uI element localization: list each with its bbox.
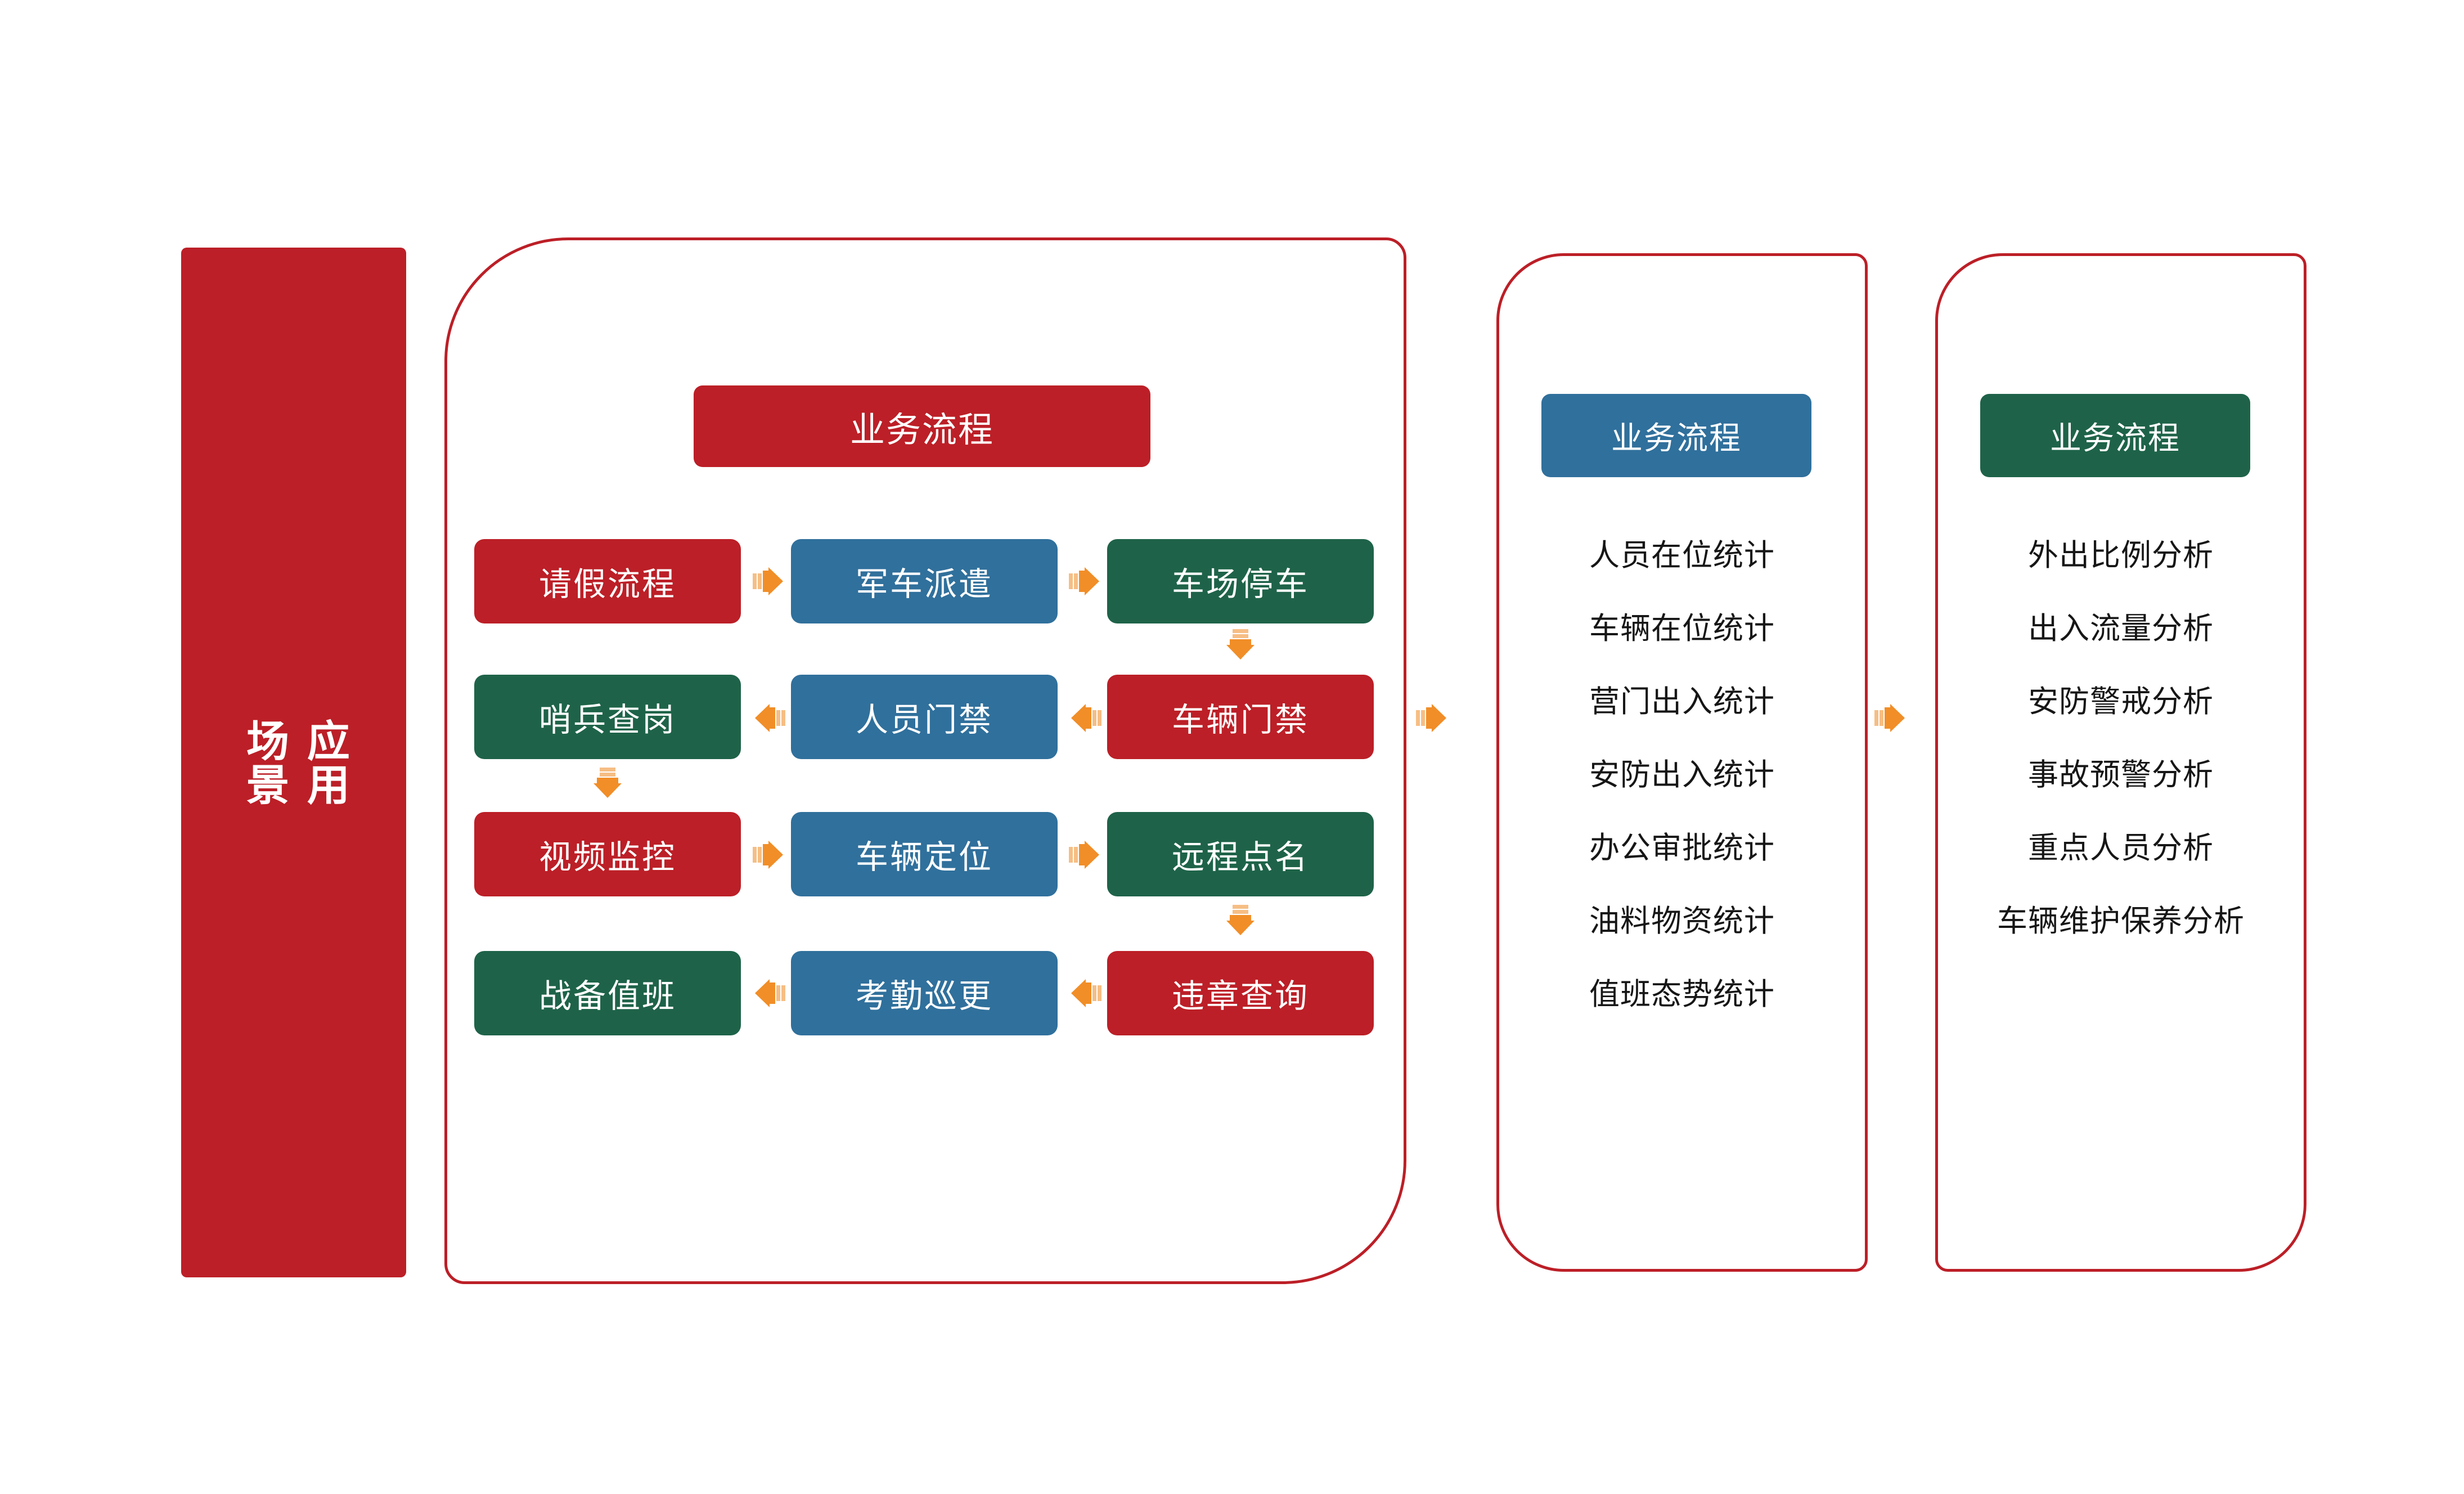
flow-node-combat-duty[interactable]: 战备值班 — [474, 951, 741, 1035]
arrow-down-icon — [1223, 628, 1258, 663]
arrow-right-icon — [752, 837, 786, 872]
statistics-panel-header: 业务流程 — [1541, 394, 1811, 477]
arrow-right-icon — [1068, 564, 1103, 599]
application-scenario-label: 应用 场景 — [240, 719, 348, 806]
arrow-right-icon — [1068, 837, 1103, 872]
arrow-right-icon — [752, 564, 786, 599]
flow-node-sentry-check[interactable]: 哨兵查岗 — [474, 675, 741, 759]
list-item[interactable]: 重点人员分析 — [2028, 831, 2214, 865]
arrow-right-icon — [1415, 701, 1450, 735]
list-item[interactable]: 办公审批统计 — [1589, 831, 1775, 865]
application-scenario-banner: 应用 场景 — [181, 248, 406, 1277]
arrow-down-icon — [590, 766, 625, 801]
list-item[interactable]: 出入流量分析 — [2028, 612, 2214, 645]
statistics-list: 人员在位统计 车辆在位统计 营门出入统计 安防出入统计 办公审批统计 油料物资统… — [1496, 540, 1868, 1052]
flow-node-remote-rollcall[interactable]: 远程点名 — [1107, 812, 1374, 896]
arrow-left-icon — [752, 701, 786, 735]
list-item[interactable]: 事故预警分析 — [2028, 758, 2214, 792]
arrow-left-icon — [1068, 976, 1103, 1011]
flow-node-personnel-access[interactable]: 人员门禁 — [791, 675, 1058, 759]
flow-node-vehicle-access[interactable]: 车辆门禁 — [1107, 675, 1374, 759]
flow-node-parking[interactable]: 车场停车 — [1107, 539, 1374, 623]
list-item[interactable]: 值班态势统计 — [1589, 977, 1775, 1011]
list-item[interactable]: 车辆在位统计 — [1589, 612, 1775, 645]
arrow-right-icon — [1873, 701, 1908, 735]
analysis-list: 外出比例分析 出入流量分析 安防警戒分析 事故预警分析 重点人员分析 车辆维护保… — [1935, 540, 2306, 979]
list-item[interactable]: 营门出入统计 — [1589, 685, 1775, 719]
flow-node-vehicle-location[interactable]: 车辆定位 — [791, 812, 1058, 896]
arrow-left-icon — [752, 976, 786, 1011]
process-panel-header: 业务流程 — [694, 385, 1150, 467]
flow-node-leave-process[interactable]: 请假流程 — [474, 539, 741, 623]
flow-node-video-surveillance[interactable]: 视频监控 — [474, 812, 741, 896]
arrow-down-icon — [1223, 904, 1258, 939]
list-item[interactable]: 人员在位统计 — [1589, 539, 1775, 572]
list-item[interactable]: 外出比例分析 — [2028, 539, 2214, 572]
arrow-left-icon — [1068, 701, 1103, 735]
list-item[interactable]: 安防警戒分析 — [2028, 685, 2214, 719]
list-item[interactable]: 车辆维护保养分析 — [1997, 904, 2245, 938]
flow-node-violation-query[interactable]: 违章查询 — [1107, 951, 1374, 1035]
analysis-panel-header: 业务流程 — [1980, 394, 2250, 477]
flow-node-military-dispatch[interactable]: 军车派遣 — [791, 539, 1058, 623]
list-item[interactable]: 油料物资统计 — [1589, 904, 1775, 938]
list-item[interactable]: 安防出入统计 — [1589, 758, 1775, 792]
flow-node-attendance-patrol[interactable]: 考勤巡更 — [791, 951, 1058, 1035]
